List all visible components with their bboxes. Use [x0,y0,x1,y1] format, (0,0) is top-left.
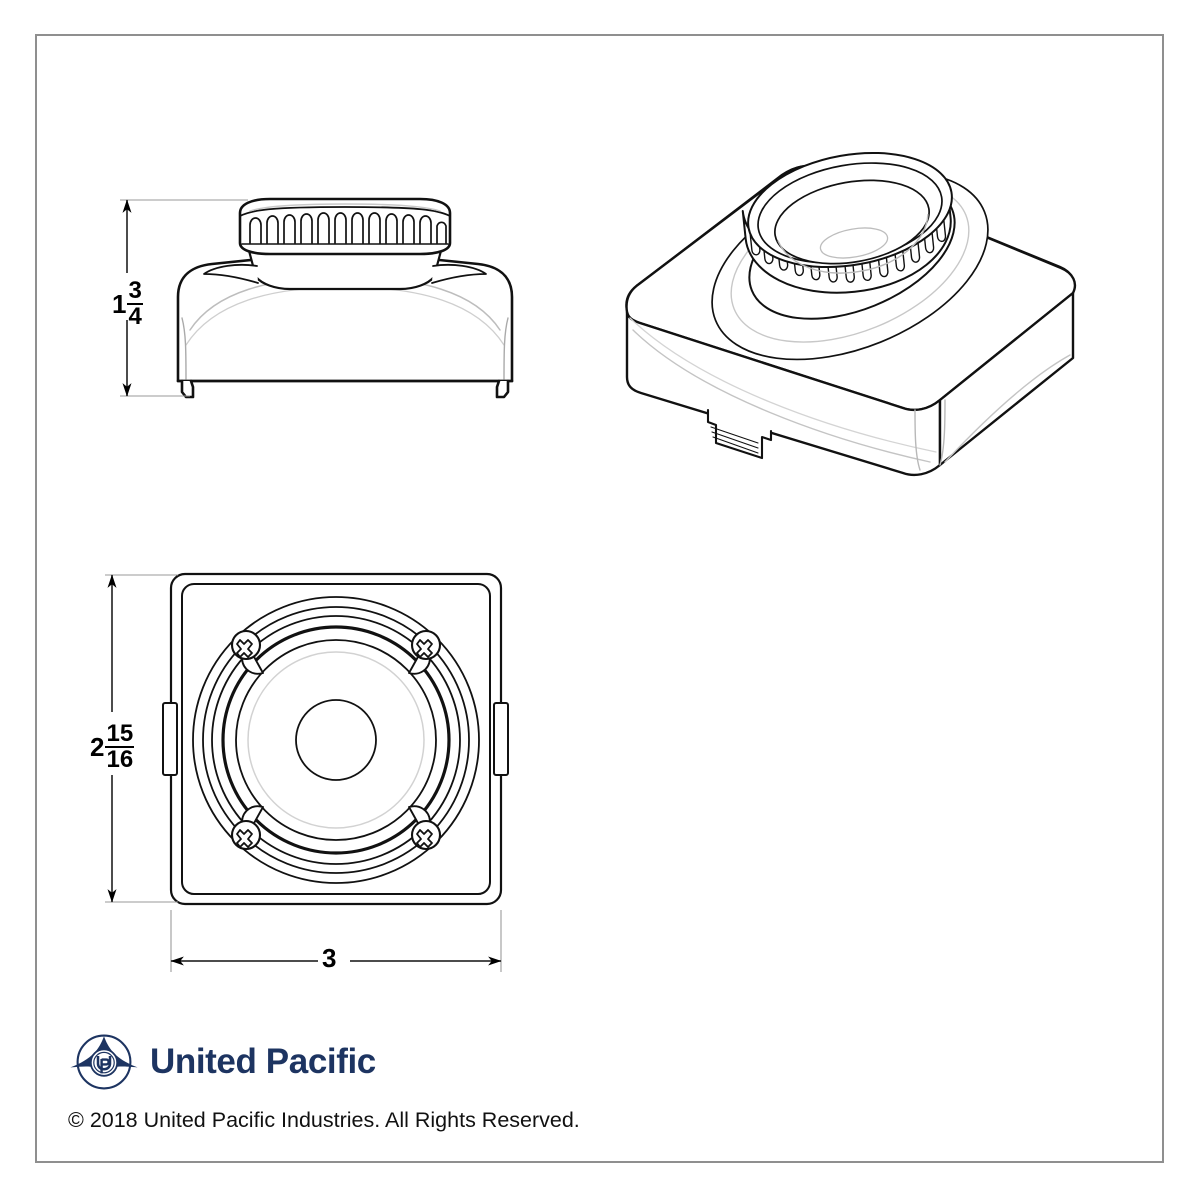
side-knurled-ring-top-highlight [249,203,441,212]
phillips-cross-icon [416,639,433,658]
dimension-depth-whole: 2 [90,732,105,763]
dimension-label-width: 3 [322,943,337,973]
plan-tab-right [493,702,509,776]
side-elevation-view [176,197,514,399]
plan-inner-square [181,583,491,895]
copyright-text: © 2018 United Pacific Industries. All Ri… [68,1108,580,1132]
side-shoulder-recess-left [203,263,259,284]
iso-bore-bottom [819,227,889,259]
phillips-cross-icon [416,829,433,848]
logo-monogram-P [100,1058,110,1074]
dimension-height-fraction: 3 4 [127,277,143,331]
plan-screw-bottom-left [230,805,264,851]
plan-screw-top-left [230,629,264,675]
footer: United Pacific © 2018 United Pacific Ind… [68,1028,668,1133]
dimension-depth-fraction: 15 16 [105,720,135,774]
iso-front-face-curve2 [629,317,937,453]
side-body-outline [176,256,514,383]
iso-front-corner-seam2 [939,399,946,466]
united-pacific-logo-icon [70,1034,138,1090]
side-right-edge-line [503,317,509,382]
iso-front-face-curve [632,329,931,463]
dimension-height-denominator: 4 [127,303,143,331]
iso-mount-clip-rib2 [711,431,759,449]
phillips-cross-icon [236,829,253,848]
iso-front-corner-seam [914,409,921,471]
side-shoulder-recess-right [431,263,487,284]
dimension-height-whole: 1 [112,289,127,320]
side-knurled-ring-top-edge [239,206,451,217]
side-knurl-ribs [249,212,447,244]
side-mount-clip-right [495,379,510,399]
phillips-cross-icon [236,639,253,658]
brand-logo: United Pacific [68,1028,668,1096]
plan-screw-bottom-right [408,805,442,851]
iso-mount-clip-rib1 [710,426,759,444]
dimension-depth-numerator: 15 [106,720,134,747]
iso-mount-clip-rib3 [712,436,759,454]
dimension-label-height: 1 3 4 [112,277,143,331]
dimension-label-depth: 2 15 16 [90,720,135,774]
plan-view [162,572,509,906]
sheet-border [35,34,1164,1163]
logo-monogram-U [96,1056,112,1071]
side-left-edge-line [181,317,187,382]
isometric-view [625,151,1077,477]
dimension-depth-denominator: 16 [105,746,135,774]
dimension-height-numerator: 3 [128,277,142,304]
side-neck [246,245,444,291]
plan-screw-top-right [408,629,442,675]
iso-bore-inner-wall [777,214,929,274]
dimension-lines [105,199,502,972]
plan-lens-center [295,699,377,781]
iso-bore-opening [774,179,930,265]
brand-name: United Pacific [150,1042,376,1081]
plan-tab-left [162,702,178,776]
side-mount-clip-left [180,379,195,399]
iso-mount-clip [706,408,773,460]
iso-right-wall-curve [944,354,1071,463]
